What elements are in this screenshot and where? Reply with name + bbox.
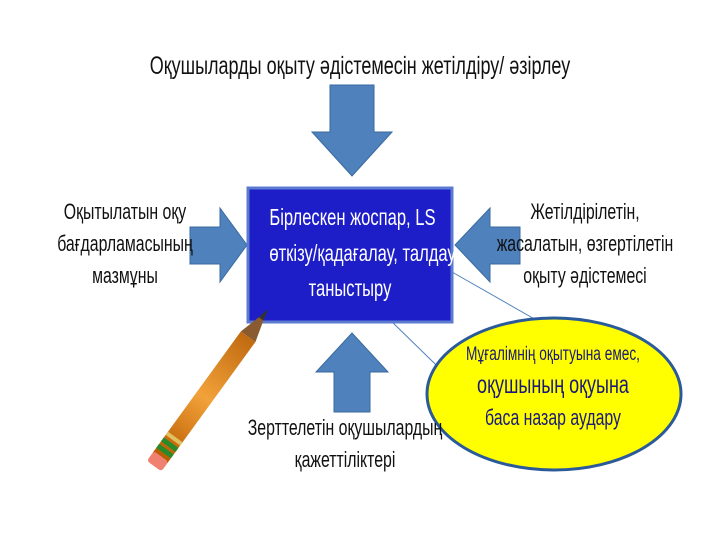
right-label-line: Жетілдірілетін, bbox=[530, 199, 640, 224]
callout-ellipse bbox=[425, 316, 683, 472]
up-arrow bbox=[314, 332, 390, 413]
left-label-line: бағдарламасының bbox=[57, 230, 193, 256]
right-label: Жетілдірілетін, жасалатын, өзгертілетін … bbox=[484, 196, 686, 292]
top-label: Оқушыларды оқыту әдістемесін жетілдіру/ … bbox=[149, 52, 571, 80]
callout-line-text: Мұғалімнің оқытуына емес, bbox=[466, 344, 640, 365]
center-box bbox=[246, 186, 454, 324]
callout-line-text: оқушының оқуына bbox=[477, 371, 629, 400]
bottom-label-line: Зерттелетін оқушылардың bbox=[247, 415, 443, 440]
right-pointing-arrow bbox=[189, 206, 248, 284]
center-box-line: таныстыру bbox=[308, 275, 392, 302]
left-label-line: мазмұны bbox=[92, 262, 158, 288]
left-pointing-arrow bbox=[454, 206, 521, 284]
right-label-line: оқыту әдістемесі bbox=[523, 262, 647, 288]
center-box-text: Бірлескен жоспар, LS өткізу/қадағалау, т… bbox=[269, 200, 459, 307]
callout-text: Мұғалімнің оқытуына емес, оқушының оқуын… bbox=[461, 340, 645, 436]
right-label-line: жасалатын, өзгертілетін bbox=[496, 230, 674, 256]
down-arrow bbox=[310, 84, 394, 177]
callout-line bbox=[451, 271, 546, 326]
center-box-line: өткізу/қадағалау, талдау, bbox=[269, 239, 459, 266]
left-label-line: Оқытылатын оқу bbox=[63, 199, 187, 224]
callout-line-text: баса назар аудару bbox=[485, 405, 621, 431]
bottom-label: Зерттелетін оқушылардың қажеттіліктері bbox=[244, 412, 446, 476]
left-label: Оқытылатын оқу бағдарламасының мазмұны bbox=[24, 196, 226, 292]
pencil-icon bbox=[148, 309, 269, 471]
center-box-line: Бірлескен жоспар, LS bbox=[269, 204, 436, 230]
bottom-label-line: қажеттіліктері bbox=[294, 446, 396, 472]
